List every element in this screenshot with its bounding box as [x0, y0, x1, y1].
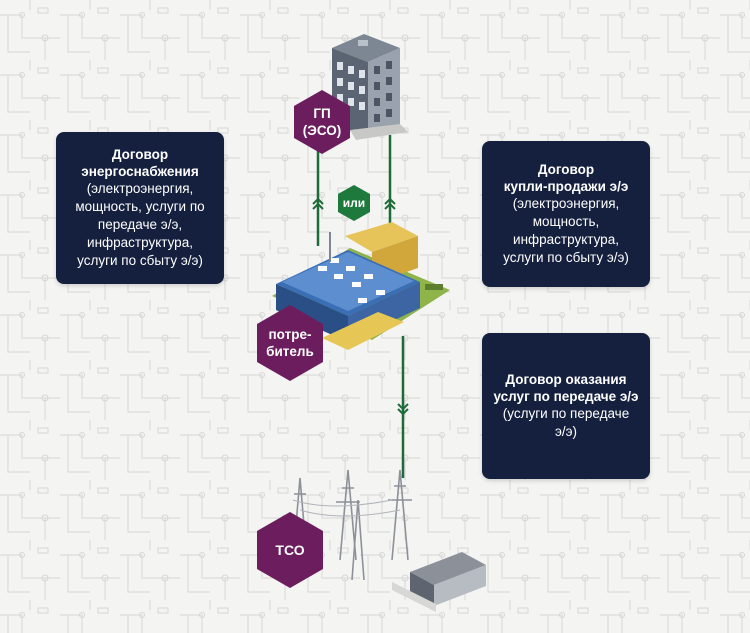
tso-node-badge: ТСО [257, 512, 323, 588]
card-desc-line: инфраструктура, [87, 235, 193, 250]
or-label: или [342, 195, 366, 210]
card-title-line: купли-продажи э/э [503, 179, 629, 194]
card-title-line: Договор [537, 162, 595, 177]
connection-lines [316, 135, 405, 478]
energy-supply-contract-card: Договор энергоснабжения (электроэнергия,… [56, 132, 224, 284]
card-desc-line: передаче э/э, [97, 217, 183, 232]
card-title-line: энергоснабжения [81, 164, 199, 179]
consumer-node-label: потре- [268, 327, 312, 342]
gp-node-label: (ЭСО) [302, 123, 342, 138]
card-desc-line: мощность, [532, 214, 600, 229]
card-desc-line: (электроэнергия, [86, 181, 194, 196]
or-badge: или [338, 185, 370, 221]
card-desc-line: инфраструктура, [513, 232, 619, 247]
sale-contract-card: Договор купли-продажи э/э (электроэнерги… [482, 141, 650, 287]
card-title-line: Договор оказания [505, 372, 627, 387]
consumer-node-label: битель [266, 344, 314, 359]
office-building-icon [332, 34, 408, 140]
card-title-line: Договор [111, 147, 169, 162]
gp-node-badge: ГП (ЭСО) [294, 90, 350, 154]
factory-building-icon [272, 222, 450, 350]
card-desc-line: услуги по сбыту э/э) [503, 250, 629, 265]
transmission-contract-card: Договор оказания услуг по передаче э/э (… [482, 333, 650, 479]
card-title-line: услуг по передаче э/э [493, 389, 639, 404]
tso-node-label: ТСО [275, 541, 305, 558]
arrow-up-icon [312, 197, 396, 210]
card-desc-line: услуги по сбыту э/э) [77, 253, 203, 268]
arrow-down-icon [397, 403, 409, 416]
warehouse-icon [392, 552, 486, 612]
card-desc-line: (услуги по передаче [502, 406, 630, 421]
card-desc-line: мощность, услуги по [75, 199, 205, 214]
gp-node-label: ГП [313, 106, 331, 121]
card-desc-line: э/э) [554, 424, 578, 439]
card-desc-line: (электроэнергия, [512, 196, 620, 211]
